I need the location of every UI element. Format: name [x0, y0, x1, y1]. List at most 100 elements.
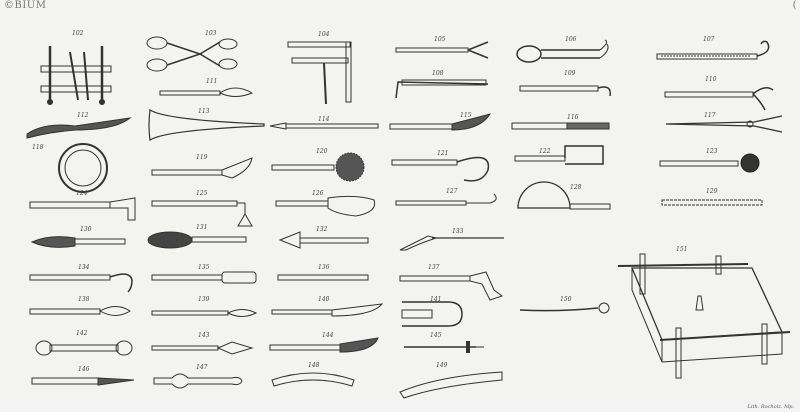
tool-drawing — [29, 273, 133, 293]
figure-109-crook-rod: 109 — [518, 70, 613, 102]
figure-number: 112 — [77, 112, 89, 119]
figure-number: 138 — [78, 296, 90, 303]
figure-150-bulb-probe: 150 — [518, 296, 613, 318]
figure-number: 142 — [76, 330, 88, 337]
tool-drawing — [514, 145, 604, 165]
figure-128-protractor-lever: 128 — [512, 178, 612, 218]
lithographer-credit: Lith. Rocholz. Mp. — [747, 404, 794, 410]
figure-number: 117 — [704, 112, 716, 119]
figure-number: 126 — [312, 190, 324, 197]
tool-drawing — [159, 87, 254, 97]
tool-drawing — [151, 309, 258, 317]
figure-number: 133 — [452, 228, 464, 235]
figure-number: 131 — [196, 224, 208, 231]
figure-number: 130 — [80, 226, 92, 233]
figure-number: 150 — [560, 296, 572, 303]
figure-number: 108 — [432, 70, 444, 77]
figure-148-arched-band: 148 — [268, 362, 358, 398]
figure-number: 125 — [196, 190, 208, 197]
figure-103-forceps: 103 — [145, 30, 245, 74]
library-watermark: ©BIUM — [4, 0, 47, 11]
figure-number: 116 — [567, 114, 579, 121]
figure-113-tapered-cone: 113 — [146, 108, 266, 142]
tool-drawing — [391, 156, 490, 182]
tool-drawing — [275, 195, 376, 217]
tool-drawing — [269, 337, 379, 353]
tool-drawing — [271, 303, 384, 317]
figure-145-button-probe: 145 — [402, 332, 492, 358]
tool-drawing — [511, 122, 610, 130]
tool-drawing — [665, 115, 783, 133]
figure-116-file: 116 — [511, 114, 612, 134]
figure-number: 124 — [76, 190, 88, 197]
tool-drawing — [146, 36, 238, 72]
figure-number: 139 — [198, 296, 210, 303]
figure-102-frame-press: 102 — [36, 30, 116, 108]
tool-drawing — [153, 373, 243, 389]
figure-131-rasp-head: 131 — [146, 224, 251, 252]
figure-number: 127 — [446, 188, 458, 195]
figure-number: 137 — [428, 264, 440, 271]
tool-drawing — [277, 274, 369, 281]
corner-mark: ( — [792, 0, 797, 11]
tool-drawing — [519, 302, 610, 314]
figure-number: 121 — [437, 150, 449, 157]
figure-132-arrow-probe: 132 — [278, 226, 373, 252]
figure-111-leaf-probe: 111 — [159, 78, 255, 100]
figure-126-spatula: 126 — [275, 190, 381, 220]
figure-number: 114 — [318, 116, 330, 123]
figure-number: 103 — [205, 30, 217, 37]
figure-105-split-probe: 105 — [395, 36, 491, 60]
tool-drawing — [399, 271, 504, 301]
tool-drawing — [395, 79, 489, 99]
figure-151-splint-frame: 151 — [612, 240, 794, 390]
tool-drawing — [389, 113, 492, 131]
figure-number: 119 — [196, 154, 208, 161]
figure-117-lever-forceps: 117 — [664, 112, 784, 136]
tool-drawing — [395, 41, 489, 59]
figure-106-toothed-forceps: 106 — [515, 36, 615, 70]
tool-drawing — [404, 341, 484, 353]
figure-114-needle-probe: 114 — [268, 116, 383, 134]
figure-133-raspatory: 133 — [398, 226, 508, 254]
figure-120-toothed-wheel: 120 — [271, 148, 372, 184]
tool-drawing — [659, 153, 760, 173]
figure-number: 149 — [436, 362, 448, 369]
figure-number: 107 — [703, 36, 715, 43]
tool-drawing — [271, 372, 355, 387]
figure-number: 136 — [318, 264, 330, 271]
figure-139-leaf-probe: 139 — [151, 296, 262, 324]
figure-number: 146 — [78, 366, 90, 373]
figure-number: 148 — [308, 362, 320, 369]
tool-drawing — [278, 231, 369, 249]
figure-number: 132 — [316, 226, 328, 233]
figure-137-boot-probe: 137 — [398, 264, 508, 302]
figure-number: 145 — [430, 332, 442, 339]
tool-drawing — [664, 87, 774, 111]
figure-127-fine-hook: 127 — [395, 188, 506, 210]
tool-drawing — [151, 341, 254, 355]
figure-number: 122 — [539, 148, 551, 155]
figure-110-crutch-hook: 110 — [664, 76, 775, 112]
figure-135-fluted-probe: 135 — [151, 264, 262, 288]
figure-146-scalpel: 146 — [30, 366, 140, 392]
figure-number: 120 — [316, 148, 328, 155]
tool-drawing — [151, 157, 253, 179]
tool-drawing — [148, 108, 265, 142]
tool-drawing — [35, 340, 133, 356]
tool-drawing — [30, 236, 126, 248]
tool-drawing — [399, 235, 504, 251]
figure-number: 113 — [198, 108, 210, 115]
figure-147-turned-handle: 147 — [152, 364, 247, 394]
figure-134-cane-hook: 134 — [29, 264, 140, 296]
figure-115-curved-blade: 115 — [389, 112, 495, 136]
figure-108-bent-lever: 108 — [392, 70, 492, 102]
figure-number: 104 — [318, 31, 330, 38]
figure-number: 102 — [72, 30, 84, 37]
figure-number: 118 — [32, 144, 44, 151]
figure-number: 134 — [78, 264, 90, 271]
figure-number: 115 — [460, 112, 472, 119]
tool-drawing — [656, 40, 770, 60]
figure-number: 143 — [198, 332, 210, 339]
